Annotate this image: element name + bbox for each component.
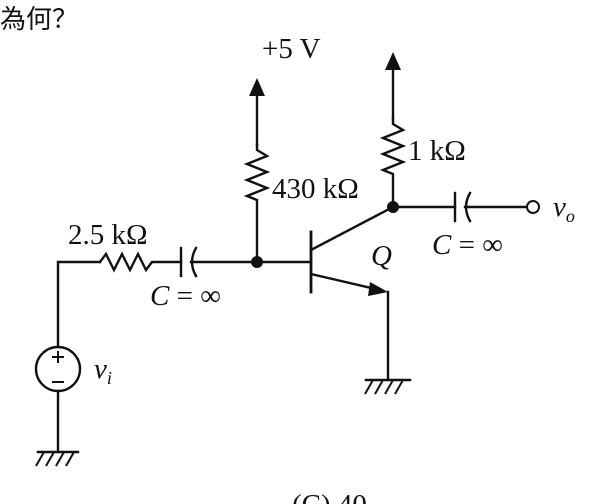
transistor-q — [309, 205, 395, 382]
input-capacitor-label: C = ∞ — [150, 280, 221, 312]
supply-rail — [249, 52, 401, 147]
input-wire — [56, 260, 102, 347]
voltage-source — [34, 345, 82, 454]
collector-resistor-label: 1 kΩ — [408, 135, 466, 167]
source-label: vi — [94, 353, 112, 388]
input-capacitor — [179, 246, 259, 278]
supply-label: +5 V — [262, 33, 321, 65]
output-capacitor-label: C = ∞ — [432, 229, 503, 261]
ground-left-icon — [35, 450, 80, 467]
ground-right-icon — [364, 378, 412, 395]
question-fragment: 為何？ — [0, 5, 78, 35]
bias-resistor — [243, 143, 271, 264]
source-resistor — [98, 251, 183, 273]
source-resistor-label: 2.5 kΩ — [68, 219, 148, 251]
bias-resistor-label: 430 kΩ — [272, 173, 359, 205]
output-terminal — [526, 200, 540, 214]
option-fragment: (C) 40 — [292, 489, 367, 504]
transistor-label: Q — [371, 240, 392, 272]
output-label: vo — [553, 191, 575, 226]
collector-resistor — [379, 116, 407, 209]
output-capacitor — [453, 191, 529, 223]
